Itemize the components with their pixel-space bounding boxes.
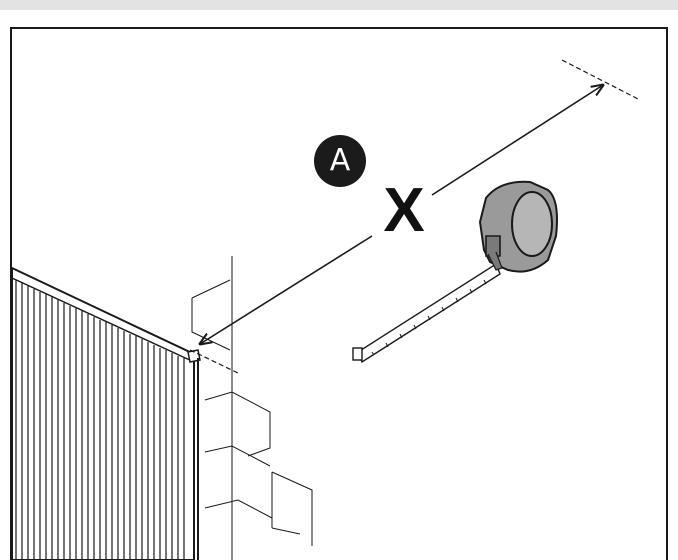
- fence-panel-icon: [11, 266, 201, 560]
- tape-measure-icon: [352, 180, 558, 364]
- callout-badge: A: [314, 135, 366, 187]
- extension-lines: [189, 59, 641, 375]
- dimension-arrow: [200, 85, 603, 344]
- dimension-label: X: [383, 176, 425, 245]
- top-strip: [0, 0, 678, 10]
